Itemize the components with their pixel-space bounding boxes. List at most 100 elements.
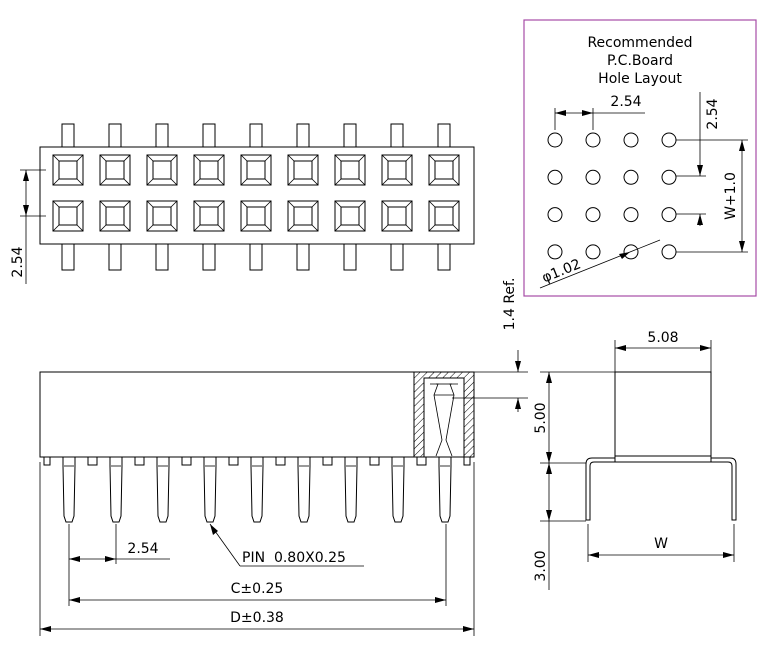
top-pin-lower (202, 243, 216, 271)
top-socket (287, 200, 319, 232)
top-socket (146, 154, 178, 186)
pcb-hole (623, 132, 639, 148)
front-tab-right (463, 456, 471, 466)
pin-leader (209, 523, 364, 567)
front-view-body (39, 371, 475, 458)
top-pin-upper (155, 123, 169, 148)
pcb-hole (661, 207, 677, 223)
side-lead-left (585, 457, 615, 521)
side-tail-label: 3.00 (533, 550, 549, 581)
top-socket (99, 200, 131, 232)
front-pin (438, 457, 452, 523)
top-pitch-dimension (20, 169, 46, 284)
d-label: D±0.38 (230, 610, 284, 626)
pcb-hole-grid (547, 132, 677, 260)
top-pin-upper (108, 123, 122, 148)
top-pin-lower (249, 243, 263, 271)
pcb-hole (585, 132, 601, 148)
front-cross-section (413, 371, 475, 458)
top-socket (52, 200, 84, 232)
pcb-layout-frame (523, 19, 757, 297)
front-pitch-dimension (68, 524, 170, 564)
front-pitch-label: 2.54 (127, 541, 158, 557)
top-socket (146, 200, 178, 232)
pcb-hole (585, 169, 601, 185)
d-dimension (39, 462, 475, 636)
pcb-title-line-1: Recommended (587, 35, 692, 51)
top-pin-upper (202, 123, 216, 148)
top-socket (193, 200, 225, 232)
pcb-hole (661, 132, 677, 148)
front-pin (156, 456, 192, 523)
pcb-hole (547, 132, 563, 148)
top-pin-lower (343, 243, 357, 271)
front-pin (391, 456, 427, 523)
top-socket (381, 154, 413, 186)
pcb-hole (585, 244, 601, 260)
front-pin (203, 456, 239, 523)
top-socket (287, 154, 319, 186)
top-socket (334, 200, 366, 232)
front-tab-left (43, 456, 51, 466)
pcb-v-pitch-label: 2.54 (705, 98, 721, 129)
top-pitch-label: 2.54 (10, 246, 26, 277)
pcb-hole (547, 169, 563, 185)
top-socket (99, 154, 131, 186)
pcb-h-pitch-label: 2.54 (610, 94, 641, 110)
side-height-label: 5.00 (533, 402, 549, 433)
front-view-pins (43, 456, 471, 523)
top-pin-upper (296, 123, 310, 148)
side-view-body (614, 371, 712, 457)
top-pin-lower (296, 243, 310, 271)
pcb-w-label: W+1.0 (723, 172, 739, 220)
pcb-hole (661, 169, 677, 185)
c-dimension (68, 524, 447, 606)
top-socket (52, 154, 84, 186)
c-label: C±0.25 (231, 581, 284, 597)
pin-label: PIN 0.80X0.25 (242, 550, 346, 566)
top-view-sockets (52, 154, 460, 232)
top-view: 2.54 (10, 123, 475, 284)
pcb-hole (585, 207, 601, 223)
side-lead-right (711, 457, 737, 521)
top-pin-lower (390, 243, 404, 271)
top-socket (428, 200, 460, 232)
side-view-base (614, 455, 712, 463)
side-width-label: 5.08 (647, 330, 678, 346)
top-pin-upper (343, 123, 357, 148)
pcb-hole (547, 244, 563, 260)
ref-dimension (452, 350, 528, 412)
front-pin (250, 456, 286, 523)
top-pin-lower (108, 243, 122, 271)
top-pin-lower (437, 243, 451, 271)
front-pin (344, 456, 380, 523)
pcb-hole (661, 244, 677, 260)
pcb-hole (623, 207, 639, 223)
front-pin (109, 456, 145, 523)
top-socket (428, 154, 460, 186)
ref-label: 1.4 Ref. (502, 278, 518, 331)
top-pin-upper (249, 123, 263, 148)
pcb-title-line-2: P.C.Board (607, 53, 673, 69)
top-socket (240, 154, 272, 186)
front-view: 1.4 Ref. 2.54 PIN 0.80X0.25 C±0.25 (39, 278, 528, 636)
pcb-hole-label: φ1.02 (540, 256, 583, 286)
front-pin (62, 456, 98, 523)
top-socket (240, 200, 272, 232)
top-pin-upper (61, 123, 75, 148)
pcb-layout: Recommended P.C.Board Hole Layout 2.54 2… (523, 19, 757, 297)
top-socket (193, 154, 225, 186)
top-pin-upper (390, 123, 404, 148)
top-view-body (39, 146, 475, 245)
pcb-title-line-3: Hole Layout (598, 71, 682, 87)
pcb-hole (623, 169, 639, 185)
top-pin-lower (155, 243, 169, 271)
side-w-label: W (654, 536, 668, 552)
front-pin (297, 456, 333, 523)
side-view: 5.08 5.00 3.00 W (533, 330, 737, 590)
top-socket (334, 154, 366, 186)
pcb-hole (547, 207, 563, 223)
top-pin-lower (61, 243, 75, 271)
top-socket (381, 200, 413, 232)
